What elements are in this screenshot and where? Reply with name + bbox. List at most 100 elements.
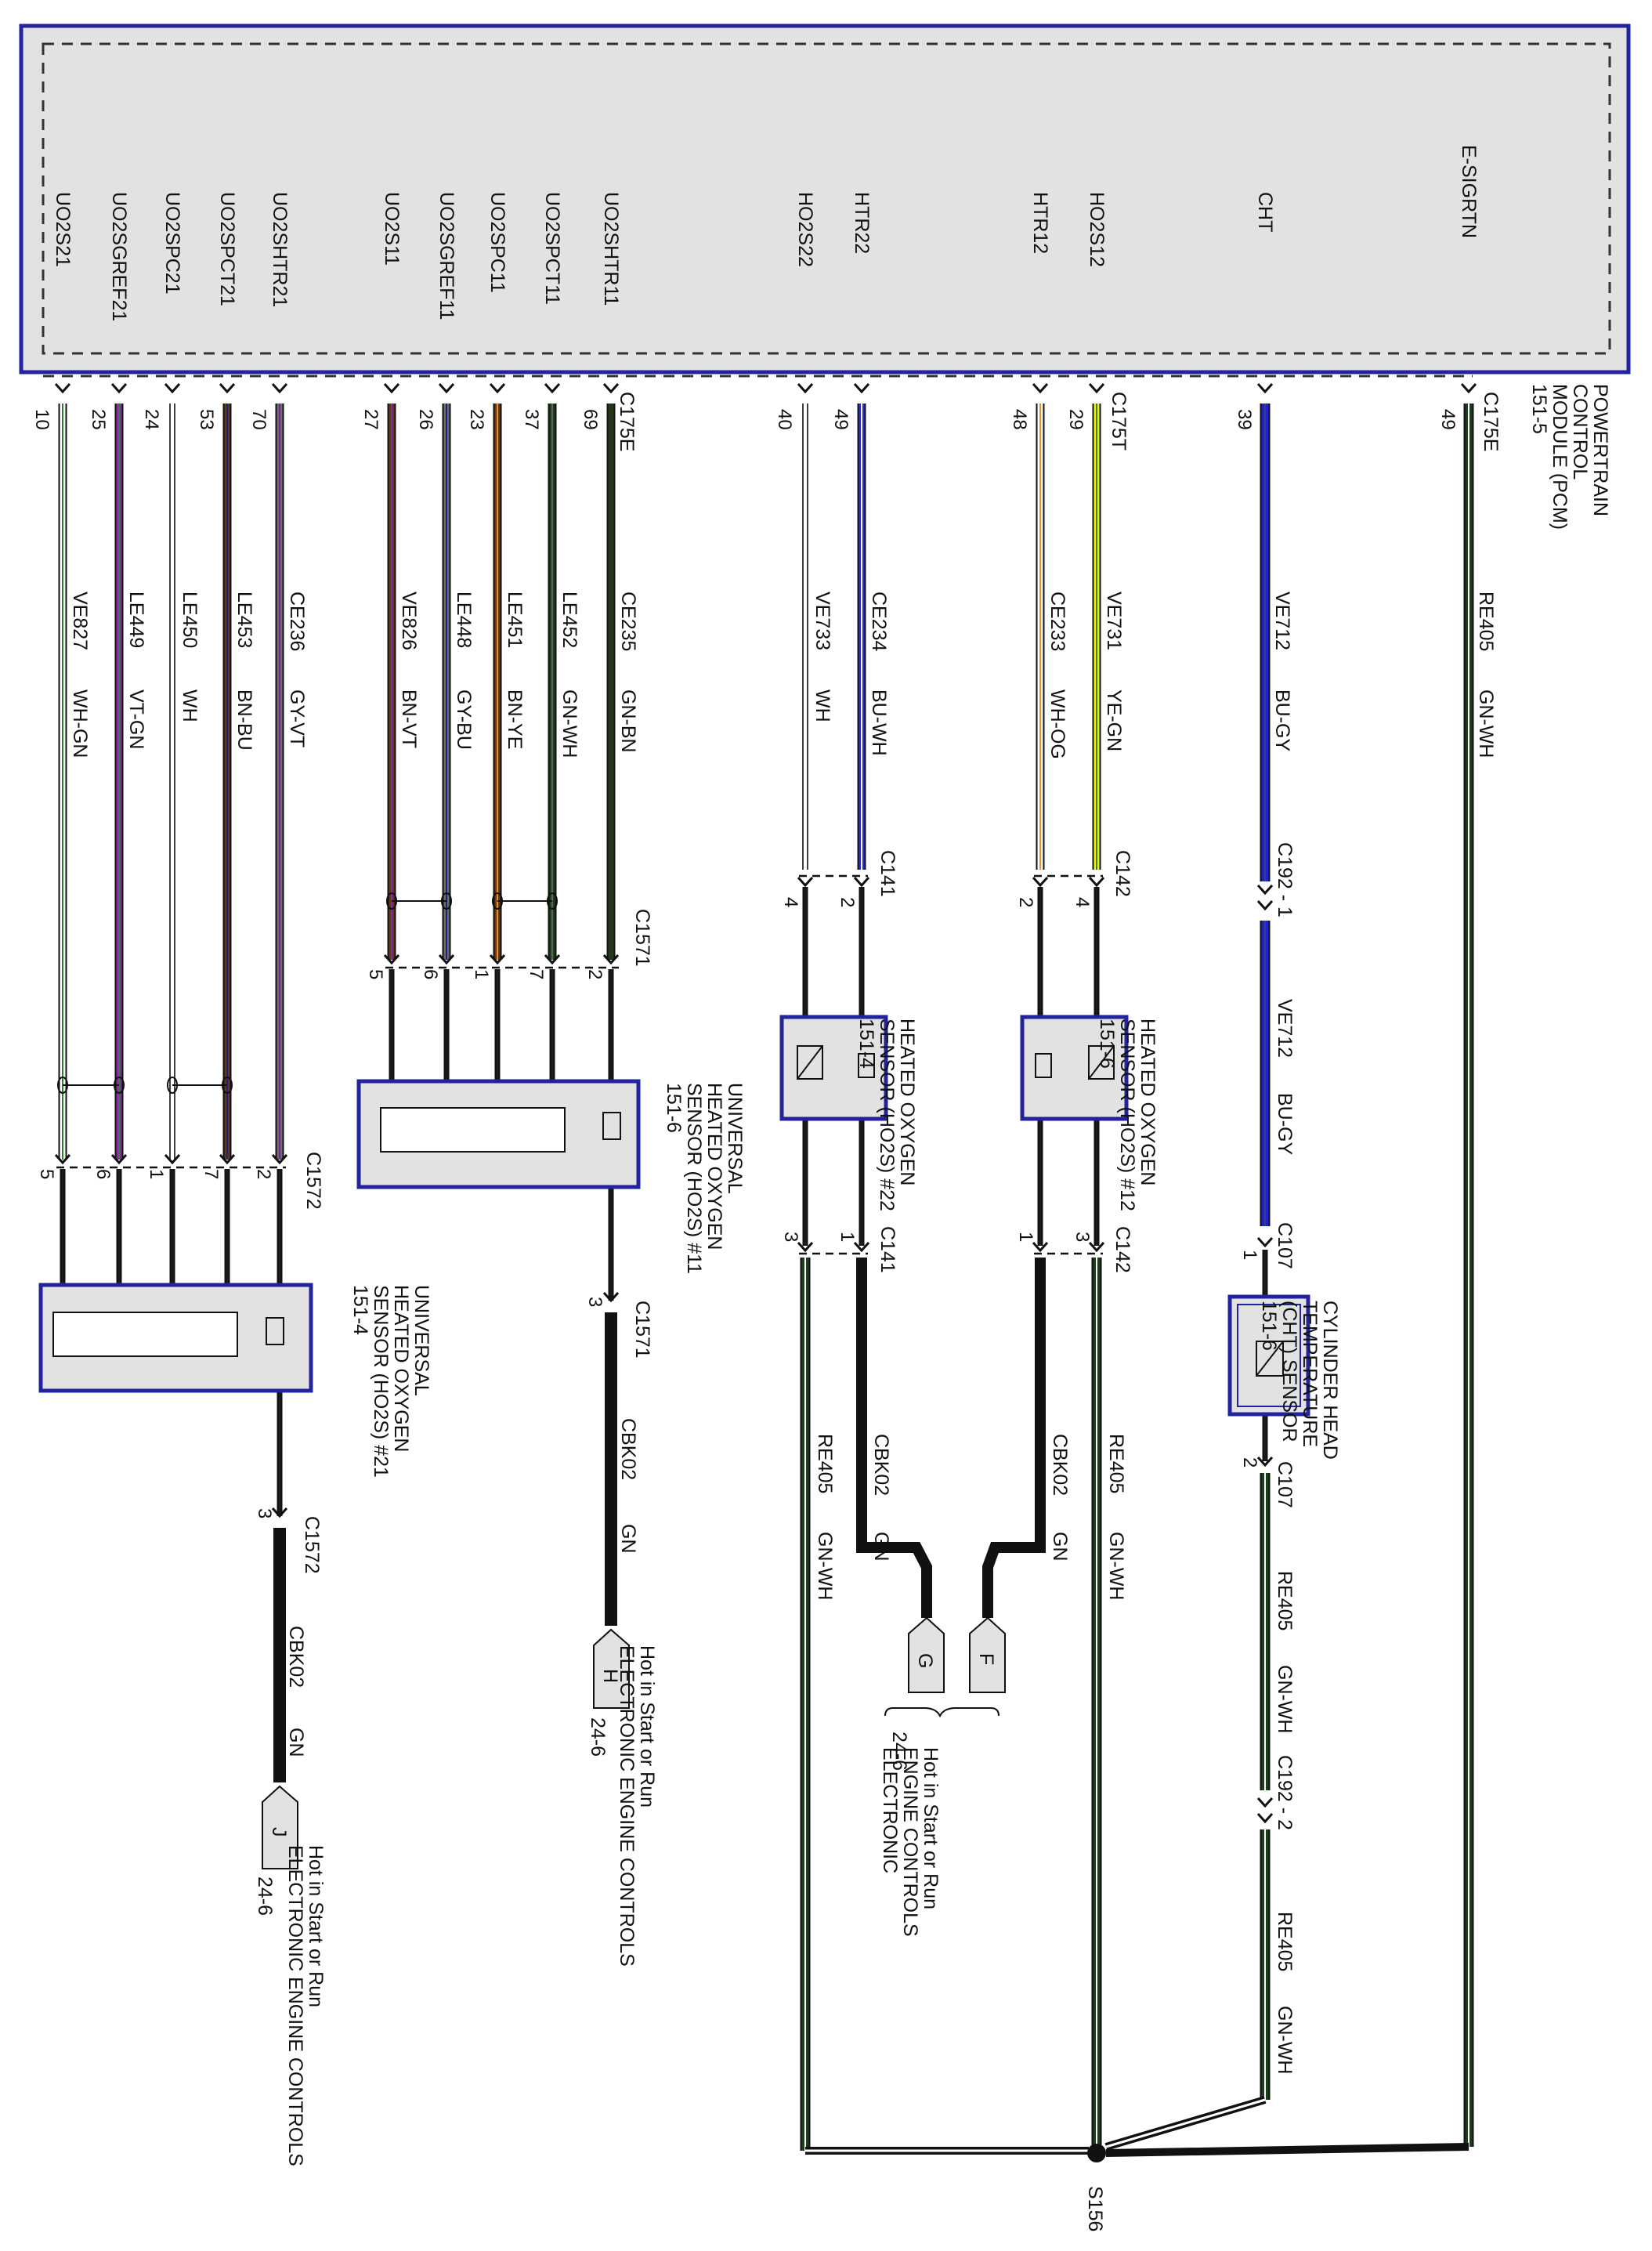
c142-label: C142 — [1112, 850, 1133, 897]
pcm-pin-label-c1-text: UO2S21 — [52, 192, 74, 267]
feed-GF-line-2: ENGINE CONTROLS — [899, 1747, 921, 1937]
circuit-c11-text: VE733 — [812, 592, 833, 650]
pin-number-c8: 23 — [466, 409, 487, 430]
splice-label: S156 — [1084, 2186, 1106, 2231]
c1572-bottom-pin-text: 3 — [254, 1508, 275, 1518]
circuit-c14-text: VE731 — [1103, 592, 1125, 650]
feed-GF-page-wrap: 24-6 — [888, 1732, 910, 1771]
re405-cht-a-color-text: GN-WH — [1274, 1665, 1296, 1733]
pin-number-c15: 39 — [1234, 409, 1255, 430]
feed-F: F — [969, 1616, 1006, 1693]
c192-2-label: C192 - 2 — [1274, 1755, 1296, 1830]
circuit-c11: VE733 — [812, 592, 833, 650]
c1571-pin-4: 2 — [584, 969, 605, 979]
c1572-pin-0-text: 5 — [36, 1169, 57, 1179]
pcm-pin-label-c7-text: UO2SGREF11 — [436, 192, 457, 320]
c107-bottom-arrow — [1256, 1456, 1274, 1467]
uho2s11-label: UNIVERSAL HEATED OXYGEN SENSOR (HO2S) #1… — [663, 1083, 746, 1274]
pin-number-c5: 70 — [248, 409, 269, 430]
c141-label: C141 — [877, 850, 898, 897]
c1572-pin-4: 2 — [253, 1169, 274, 1179]
color-c11: WH — [812, 689, 833, 722]
cht-sensor — [1227, 1294, 1310, 1417]
pcm-pin-label-c5: UO2SHTR21 — [269, 192, 291, 307]
pcm-pin-label-c2-text: UO2SGREF21 — [108, 192, 130, 321]
pin-number-c9: 37 — [521, 409, 542, 430]
pcm-pin-label-c8: UO2SPC11 — [486, 192, 508, 293]
cht-body — [1227, 1294, 1310, 1417]
pcm-arrow-c12 — [853, 382, 870, 394]
c1571-bottom-arrow — [602, 1291, 620, 1303]
cbk02-j-color-text: GN — [285, 1728, 307, 1757]
connector-c175e-left: C175E — [616, 392, 638, 451]
feed-F-letter: F — [975, 1653, 997, 1665]
circuit-c15-text: VE712 — [1271, 592, 1293, 650]
c141-top-arrow — [853, 876, 870, 888]
ho2s12-sensor — [1020, 1015, 1129, 1121]
c1572-bottom-pin: 3 — [254, 1508, 275, 1518]
color-c2: VT-GN — [125, 689, 147, 749]
c107-top-label-text: C107 — [1274, 1222, 1296, 1269]
splice-s156 — [1087, 2144, 1106, 2162]
color-c14: YE-GN — [1103, 689, 1125, 751]
c142-bottom-pin-0: 1 — [1015, 1232, 1036, 1242]
connector-label: C175E — [616, 392, 638, 451]
pcm-title-line-1: POWERTRAIN — [1589, 384, 1611, 516]
color-c1-text: WH-GN — [69, 689, 91, 758]
c142-top-pin-0: 2 — [1015, 897, 1036, 907]
c142-top-pin-1-text: 4 — [1072, 897, 1093, 907]
pcm-title: POWERTRAIN CONTROL MODULE (PCM) 151-5 — [1528, 384, 1611, 530]
pcm-pin-label-c11-text: HO2S22 — [794, 192, 816, 267]
pcm-module-box — [19, 24, 1631, 375]
ho2s12-label: HEATED OXYGEN SENSOR (HO2S) #12 151-6 — [1096, 1019, 1159, 1211]
c192-1-arrow-a — [1256, 884, 1274, 896]
c1571-pin-0-text: 5 — [365, 969, 386, 979]
pcm-pin-label-c7: UO2SGREF11 — [436, 192, 457, 320]
color-c13: WH-OG — [1047, 689, 1068, 759]
color-c7-text: GY-BU — [453, 689, 475, 750]
pcm-pin-label-c5-text: UO2SHTR21 — [269, 192, 291, 307]
c1572-label: C1572 — [302, 1152, 324, 1210]
re405-c142-label: RE405 — [1105, 1434, 1127, 1493]
cht-label-2: TEMPERATURE — [1299, 1301, 1321, 1447]
ho2s22-sensor — [779, 1015, 888, 1121]
cbk02-h-label-text: CBK02 — [617, 1418, 639, 1480]
pcm-arrow-c13 — [1032, 382, 1049, 394]
ho2s12-heater — [1035, 1053, 1052, 1078]
feed-G: G — [908, 1616, 945, 1693]
pin-number-c9-text: 37 — [521, 409, 542, 430]
c107-bottom-label: C107 — [1274, 1461, 1296, 1508]
color-c7: GY-BU — [453, 689, 475, 750]
wire-cbk02-g — [856, 1258, 932, 1618]
pin-number-c6: 27 — [360, 409, 381, 430]
re405-c142-color: GN-WH — [1105, 1532, 1127, 1600]
ve712-b-label-text: VE712 — [1274, 999, 1296, 1058]
pin-number-c14-text: 29 — [1065, 409, 1086, 430]
pin-number-c16: 49 — [1437, 409, 1459, 430]
c142-bottom-arrow — [1088, 1241, 1105, 1253]
pcm-pin-label-c8-text: UO2SPC11 — [486, 192, 508, 293]
circuit-c14: VE731 — [1103, 592, 1125, 650]
uho2s11-sensor — [356, 1079, 641, 1189]
uho2s11-label-3: SENSOR (HO2S) #11 — [683, 1083, 705, 1274]
circuit-c13: CE233 — [1047, 592, 1068, 651]
feed-H-page: 24-6 — [587, 1717, 609, 1757]
circuit-c5: CE236 — [286, 592, 308, 651]
color-c16: GN-WH — [1475, 689, 1497, 758]
c142-top-pin-0-text: 2 — [1015, 897, 1036, 907]
c1572-bottom-label-text: C1572 — [301, 1516, 323, 1574]
c1571-pin-4-text: 2 — [584, 969, 605, 979]
c1572-pin-3: 7 — [201, 1169, 222, 1179]
re405-cht-b-label-text: RE405 — [1274, 1912, 1296, 1971]
c107-bottom-label-text: C107 — [1274, 1461, 1296, 1508]
c142-top-arrow — [1088, 876, 1105, 888]
c142-bottom-label-text: C142 — [1112, 1226, 1133, 1273]
c1571-arrow — [438, 954, 455, 965]
pin-number-c11: 40 — [774, 409, 795, 430]
circuit-c8-text: LE451 — [504, 592, 526, 648]
pcm-pin-label-c6-text: UO2S11 — [381, 192, 403, 266]
cht-label-1: CYLINDER HEAD — [1319, 1301, 1341, 1460]
feed-J-line-1: ELECTRONIC ENGINE CONTROLS — [284, 1845, 306, 2166]
feed-GF-line-1: ELECTRONIC — [879, 1747, 901, 1873]
